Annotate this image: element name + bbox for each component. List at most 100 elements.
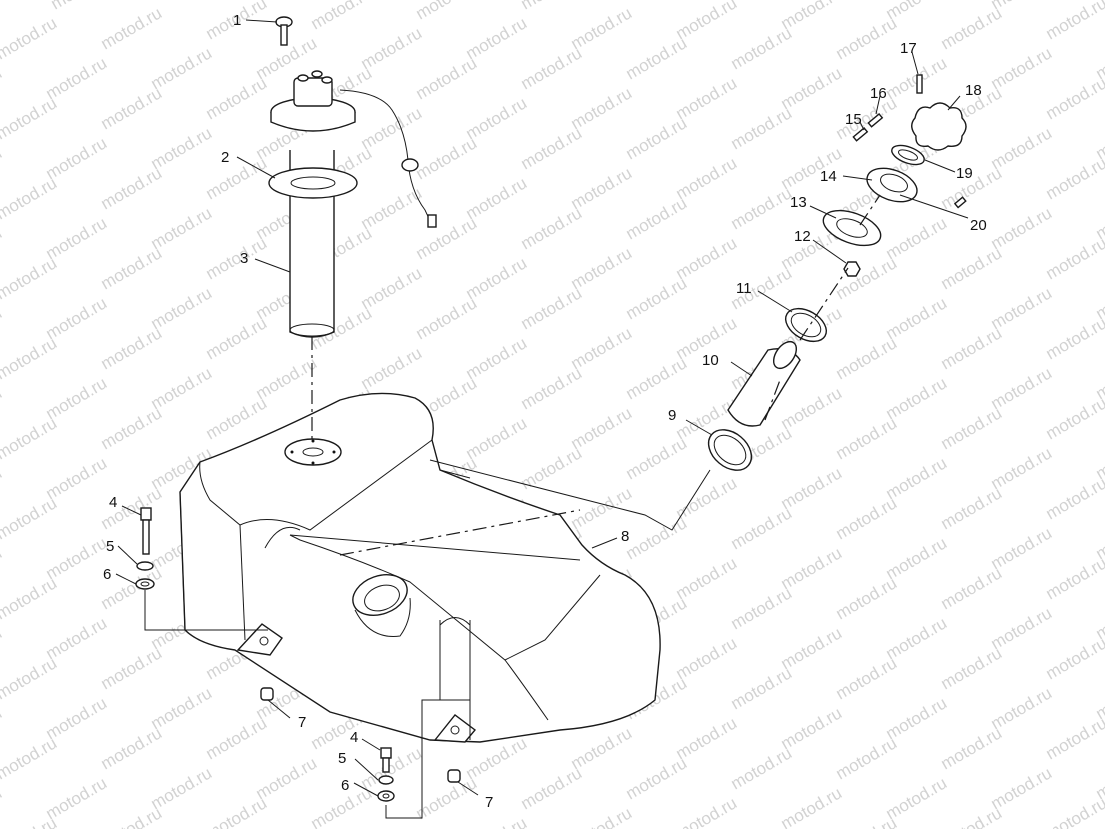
watermark-text: motod.ru bbox=[833, 573, 901, 623]
watermark-text: motod.ru bbox=[0, 493, 60, 543]
watermark-text: motod.ru bbox=[988, 123, 1056, 173]
watermark-text: motod.ru bbox=[1043, 153, 1105, 203]
watermark-text: motod.ru bbox=[673, 0, 741, 43]
watermark-text: motod.ru bbox=[833, 653, 901, 703]
watermark-text: motod.ru bbox=[988, 363, 1056, 413]
watermark-text: motod.ru bbox=[728, 743, 796, 793]
callout-6: 6 bbox=[103, 566, 111, 583]
watermark-text: motod.ru bbox=[988, 763, 1056, 813]
watermark-text: motod.ru bbox=[728, 183, 796, 233]
watermark-text: motod.ru bbox=[883, 533, 951, 583]
watermark-text: motod.ru bbox=[833, 333, 901, 383]
watermark-text: motod.ru bbox=[463, 333, 531, 383]
watermark-text: motod.ru bbox=[0, 733, 60, 783]
watermark-text: motod.ru bbox=[0, 143, 5, 193]
watermark-text: motod.ru bbox=[0, 383, 5, 433]
watermark-text: motod.ru bbox=[778, 623, 846, 673]
watermark-text: motod.ru bbox=[518, 203, 586, 253]
fuel-pump-assembly bbox=[268, 16, 437, 338]
watermark-text: motod.ru bbox=[833, 13, 901, 63]
watermark-text: motod.ru bbox=[938, 403, 1006, 453]
watermark-text: motod.ru bbox=[518, 363, 586, 413]
watermark-text: motod.ru bbox=[203, 393, 271, 443]
watermark-text: motod.ru bbox=[358, 23, 426, 73]
callout-8: 8 bbox=[621, 528, 629, 545]
watermark-text: motod.ru bbox=[883, 613, 951, 663]
watermark-text: motod.ru bbox=[1043, 793, 1105, 829]
watermark-text: motod.ru bbox=[883, 453, 951, 503]
watermark-text: motod.ru bbox=[883, 373, 951, 423]
watermark-text: motod.ru bbox=[98, 723, 166, 773]
watermark-text: motod.ru bbox=[568, 723, 636, 773]
watermark-text: motod.ru bbox=[778, 543, 846, 593]
watermark-text: motod.ru bbox=[568, 803, 636, 829]
watermark-text: motod.ru bbox=[43, 613, 111, 663]
callout-13: 13 bbox=[790, 194, 807, 211]
callout-3: 3 bbox=[240, 250, 248, 267]
watermark-text: motod.ru bbox=[0, 333, 60, 383]
watermark-text: motod.ru bbox=[43, 693, 111, 743]
watermark-text: motod.ru bbox=[988, 283, 1056, 333]
watermark-text: motod.ru bbox=[0, 463, 5, 513]
watermark-text: motod.ru bbox=[728, 103, 796, 153]
watermark-text: motod.ru bbox=[938, 483, 1006, 533]
watermark-text: motod.ru bbox=[358, 263, 426, 313]
watermark-text: motod.ru bbox=[0, 303, 5, 353]
watermark-text: motod.ru bbox=[568, 243, 636, 293]
watermark-text: motod.ru bbox=[673, 233, 741, 283]
watermark-text: motod.ru bbox=[673, 473, 741, 523]
watermark-text: motod.ru bbox=[98, 3, 166, 53]
watermark-text: motod.ru bbox=[0, 173, 60, 223]
watermark-text: motod.ru bbox=[413, 53, 481, 103]
watermark-text: motod.ru bbox=[833, 93, 901, 143]
watermark-text: motod.ru bbox=[673, 633, 741, 683]
watermark-text: motod.ru bbox=[0, 573, 60, 623]
watermark-text: motod.ru bbox=[1043, 73, 1105, 123]
watermark-text: motod.ru bbox=[463, 813, 531, 829]
watermark-text: motod.ru bbox=[728, 663, 796, 713]
watermark-text: motod.ru bbox=[778, 63, 846, 113]
watermark-text: motod.ru bbox=[43, 373, 111, 423]
watermark-text: motod.ru bbox=[148, 43, 216, 93]
watermark-text: motod.ru bbox=[148, 763, 216, 813]
callout-12: 12 bbox=[794, 228, 811, 245]
watermark-text: motod.ru bbox=[413, 0, 481, 23]
watermark-text: motod.ru bbox=[568, 163, 636, 213]
watermark-text: motod.ru bbox=[778, 783, 846, 829]
watermark-text: motod.ru bbox=[0, 13, 60, 63]
watermark-text: motod.ru bbox=[518, 443, 586, 493]
watermark-text: motod.ru bbox=[98, 243, 166, 293]
callout-9: 9 bbox=[668, 407, 676, 424]
watermark-text: motod.ru bbox=[938, 563, 1006, 613]
watermark-text: motod.ru bbox=[623, 273, 691, 323]
watermark-text: motod.ru bbox=[883, 773, 951, 823]
watermark-text: motod.ru bbox=[673, 553, 741, 603]
watermark-text: motod.ru bbox=[0, 0, 10, 23]
callout-18: 18 bbox=[965, 82, 982, 99]
callout-7-lower: 7 bbox=[485, 794, 493, 811]
watermark-text: motod.ru bbox=[0, 63, 5, 113]
watermark-text: motod.ru bbox=[1043, 473, 1105, 523]
callout-15: 15 bbox=[845, 111, 862, 128]
watermark-text: motod.ru bbox=[518, 283, 586, 333]
watermark-text: motod.ru bbox=[463, 93, 531, 143]
watermark-text: motod.ru bbox=[463, 173, 531, 223]
watermark-text: motod.ru bbox=[988, 43, 1056, 93]
watermark-text: motod.ru bbox=[518, 43, 586, 93]
watermark-text: motod.ru bbox=[413, 213, 481, 263]
callout-1: 1 bbox=[233, 12, 241, 29]
watermark-text: motod.ru bbox=[833, 413, 901, 463]
watermark-text: motod.ru bbox=[623, 753, 691, 803]
watermark-text: motod.ru bbox=[1043, 633, 1105, 683]
watermark-text: motod.ru bbox=[623, 193, 691, 243]
watermark-text: motod.ru bbox=[43, 213, 111, 263]
watermark-text: motod.ru bbox=[203, 313, 271, 363]
watermark-text: motod.ru bbox=[883, 293, 951, 343]
watermark-text: motod.ru bbox=[988, 523, 1056, 573]
watermark-text: motod.ru bbox=[518, 0, 586, 13]
watermark-text: motod.ru bbox=[0, 543, 5, 593]
watermark-text: motod.ru bbox=[518, 763, 586, 813]
watermark-text: motod.ru bbox=[98, 483, 166, 533]
watermark-text: motod.ru bbox=[413, 293, 481, 343]
